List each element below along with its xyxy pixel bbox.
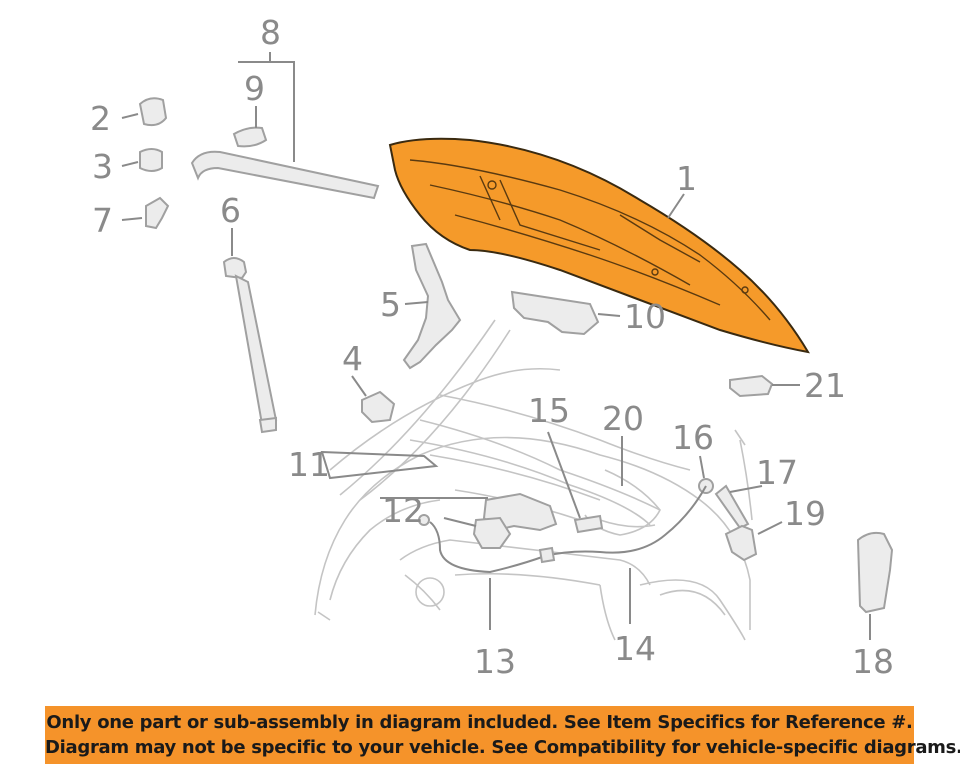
callout-15: 15 xyxy=(528,391,570,430)
callout-10: 10 xyxy=(624,297,666,336)
disclaimer-banner: Only one part or sub-assembly in diagram… xyxy=(45,706,960,764)
part-7-clip xyxy=(145,196,170,230)
part-6-strut xyxy=(222,257,278,434)
callout-17: 17 xyxy=(756,453,798,492)
callout-21: 21 xyxy=(804,366,846,405)
callout-11: 11 xyxy=(288,445,330,484)
callout-13: 13 xyxy=(474,642,516,681)
callout-12: 12 xyxy=(382,491,424,530)
callout-18: 18 xyxy=(852,642,894,681)
part-8-weatherstrip xyxy=(190,150,380,200)
part-3-grommet xyxy=(139,148,163,172)
callout-4: 4 xyxy=(342,339,363,378)
disclaimer-line-2: Diagram may not be specific to your vehi… xyxy=(45,737,960,758)
callout-5: 5 xyxy=(380,285,401,324)
part-4-stop xyxy=(361,390,396,424)
part-18-insulator xyxy=(856,531,894,614)
part-19-bracket xyxy=(724,524,758,562)
callout-20: 20 xyxy=(602,399,644,438)
callout-7: 7 xyxy=(92,201,113,240)
callout-1: 1 xyxy=(676,159,697,198)
part-15-clip xyxy=(573,514,604,534)
part-2-bumper xyxy=(138,97,168,127)
callout-19: 19 xyxy=(784,494,826,533)
part-9-retainer xyxy=(232,126,268,148)
vehicle-body-outline xyxy=(314,319,753,641)
part-21-bracket xyxy=(729,374,774,398)
callout-9: 9 xyxy=(244,69,265,108)
part-12-latch-assembly xyxy=(472,492,558,549)
callout-2: 2 xyxy=(90,99,111,138)
leader-lines xyxy=(121,52,871,640)
part-17-cable-end xyxy=(714,484,750,530)
hood-panel xyxy=(388,137,810,354)
part-13-14-release-cable xyxy=(418,485,707,574)
part-5-hinge xyxy=(402,242,462,370)
callout-6: 6 xyxy=(220,191,241,230)
part-11-seal xyxy=(320,450,439,480)
disclaimer-line-1: Only one part or sub-assembly in diagram… xyxy=(46,712,913,733)
callout-labels: 1 2 3 7 8 9 6 5 4 10 21 11 12 15 20 16 1… xyxy=(90,13,894,681)
callout-3: 3 xyxy=(92,147,113,186)
part-10-latch xyxy=(510,290,600,336)
callout-16: 16 xyxy=(672,418,714,457)
callout-14: 14 xyxy=(614,629,656,668)
callout-8: 8 xyxy=(260,13,281,52)
